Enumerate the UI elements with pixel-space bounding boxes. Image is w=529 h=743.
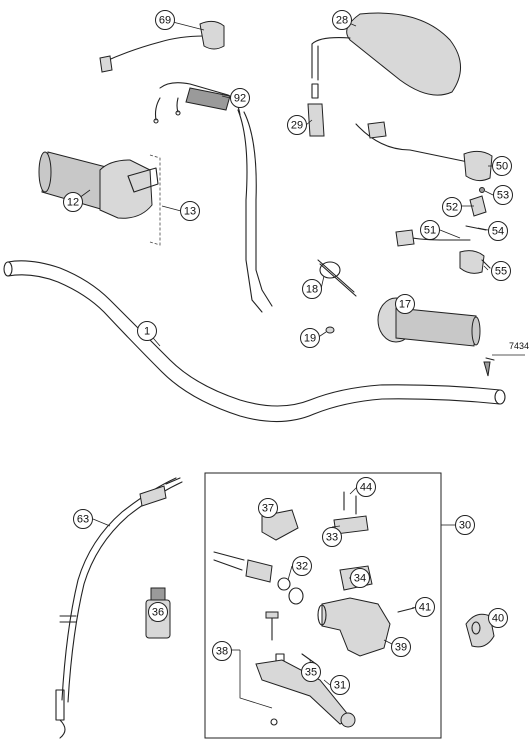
callout-number: 50 [496,161,508,173]
callout-circle [137,321,157,341]
callout-number: 28 [336,15,348,27]
clutch-master-cylinder-parts [213,491,415,728]
callout-number: 52 [446,202,458,214]
callout-circle [155,10,175,30]
mirror [307,12,461,137]
callout-circle [148,602,168,622]
right-grip [377,297,495,377]
callout-number: 51 [424,225,436,237]
callout-circle [212,641,232,661]
callout-number: 33 [326,532,338,544]
clutch-cable [55,477,183,739]
callout-number: 37 [262,503,274,515]
callout-circle [488,221,508,241]
handlebar [3,260,506,423]
callout-number: 40 [492,613,504,625]
throttle-grip [38,151,159,219]
callout-circle [356,477,376,497]
callout-circle [73,509,93,529]
cable-tie [317,259,357,334]
callout-number: 44 [360,482,372,494]
callout-circle [391,637,411,657]
callout-number: 1 [144,326,150,338]
callout-circle [63,192,83,212]
clutch-master-cylinder-group [204,472,442,739]
callout-circle [492,156,512,176]
callout-circle [302,279,322,299]
bracket [465,613,495,648]
callout-circle [395,294,415,314]
callout-circle [442,197,462,217]
callout-number: 12 [67,197,79,209]
callout-circle [287,115,307,135]
callout-number: 34 [354,573,366,585]
callout-circle [455,515,475,535]
callout-circle [491,261,511,281]
callout-number: 53 [497,190,509,202]
callout-circle [300,328,320,348]
callout-number: 38 [216,646,228,658]
callout-number: 69 [159,15,171,27]
callout-circle [258,498,278,518]
part-callouts: 69 28 92 29 50 53 52 54 51 55 12 13 18 17 1 19 7434 44 37 3… [63,10,529,695]
callout-circle [180,201,200,221]
throttle-cables [153,82,273,313]
callout-number: 63 [77,514,89,526]
callout-circle [230,88,250,108]
callout-circle [292,556,312,576]
callout-circle [488,608,508,628]
callout-number: 31 [334,680,346,692]
callout-number: 29 [291,120,303,132]
callout-number: 32 [296,561,308,573]
callout-number: 55 [495,266,507,278]
switch-assembly [355,121,493,274]
callout-number: 92 [234,93,246,105]
callout-number: 17 [399,299,411,311]
callout-label: 7434 [509,341,529,351]
callout-circle [415,597,435,617]
throttle-assembly-bracket [149,154,161,246]
callout-circle [350,568,370,588]
callout-number: 19 [304,333,316,345]
callout-number: 18 [306,284,318,296]
kill-switch [99,20,225,73]
callout-number: 41 [419,602,431,614]
callout-number: 39 [395,642,407,654]
callout-circle [301,662,321,682]
callout-number: 30 [459,520,471,532]
callout-circle [330,675,350,695]
callout-number: 36 [152,607,164,619]
callout-number: 35 [305,667,317,679]
callout-number: 54 [492,226,504,238]
callout-number: 13 [184,206,196,218]
callout-circle [420,220,440,240]
callout-circle [322,527,342,547]
callout-circle [493,185,513,205]
callout-circle [332,10,352,30]
